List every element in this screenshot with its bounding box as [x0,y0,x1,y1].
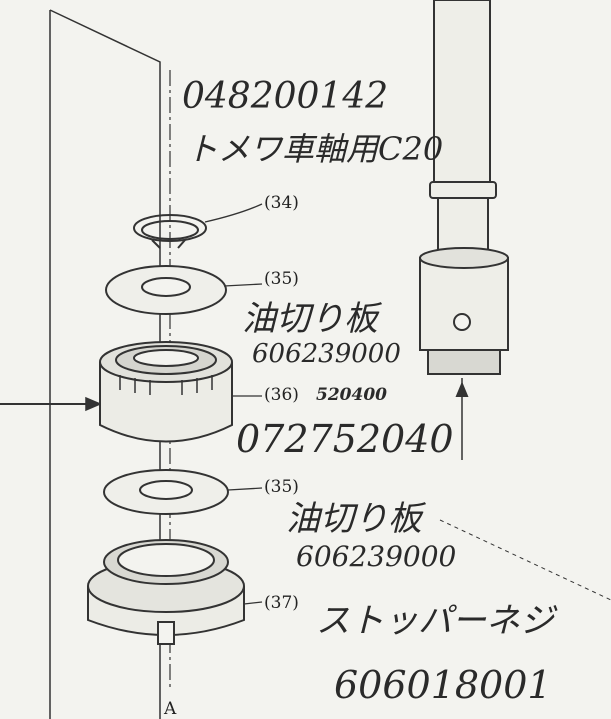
callout-ref-35-bottom: (35) [264,477,299,497]
snap-ring-34 [133,214,207,249]
callout-extra-36: 520400 [316,385,387,405]
axis-label: A [163,699,177,719]
callout-partno-35-top: 606239000 [252,339,401,369]
header-part-name: トメワ車軸用C20 [186,130,443,168]
callout-ref-35-top: (35) [264,269,299,289]
callout-partno-37: 606018001 [334,663,552,707]
oil-slinger-top [105,265,227,315]
callout-ref-34: (34) [264,193,299,213]
stopper-nut-37 [87,539,245,645]
bearing-36 [99,341,233,443]
callout-name-37: ストッパーネジ [316,601,558,641]
callout-partno-36: 072752040 [236,417,454,461]
oil-slinger-bottom [103,469,229,515]
axle-shaft [419,0,509,460]
callout-ref-37: (37) [264,593,299,613]
leader-lines [204,203,263,605]
callout-partno-35-bottom: 606239000 [296,540,456,573]
header-part-number: 048200142 [182,76,388,117]
callout-ref-36: (36) [264,385,299,405]
callout-name-35-bottom: 油切り板 [286,499,427,539]
callout-name-35-top: 油切り板 [242,299,383,339]
